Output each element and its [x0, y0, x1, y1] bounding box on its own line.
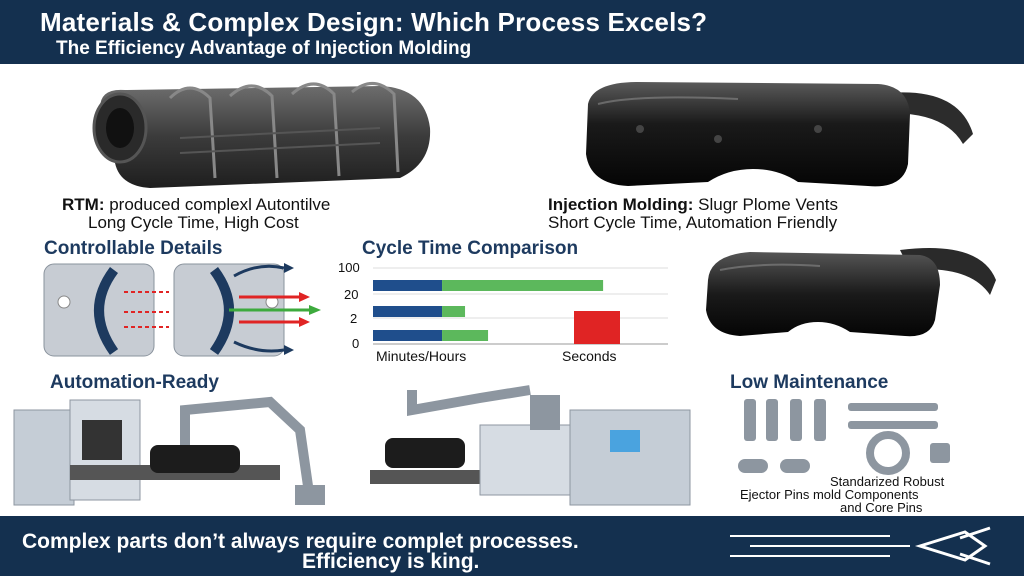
y-tick-2: 2	[350, 311, 358, 326]
mold-diagram	[43, 263, 321, 357]
y-tick-20: 20	[344, 287, 359, 302]
bar-row-0-seg-0	[373, 280, 443, 291]
rtm-caption-line2: Long Cycle Time, High Cost	[88, 213, 299, 232]
bar-row-2-seg-0	[373, 330, 443, 341]
section-automation-ready: Automation-Ready	[50, 372, 219, 393]
intake-manifold-image	[92, 82, 431, 188]
injection-caption: Injection Molding: Slugr Plome Vents	[548, 195, 838, 215]
cycle-time-chart	[373, 267, 668, 345]
x-label-seconds: Seconds	[562, 348, 617, 364]
section-controllable-details: Controllable Details	[44, 238, 223, 259]
y-tick-0: 0	[352, 336, 360, 351]
bar-row-1-seg-0	[373, 306, 443, 317]
injection-label: Injection Molding:	[548, 195, 694, 214]
header-bar	[0, 0, 1024, 64]
injection-caption-line2: Short Cycle Time, Automation Friendly	[548, 213, 838, 232]
ejector-pins-image	[738, 399, 950, 475]
maintenance-line-2: Ejector Pins mold Components	[740, 487, 919, 502]
section-low-maintenance: Low Maintenance	[730, 372, 889, 393]
x-label-minutes-hours: Minutes/Hours	[376, 348, 467, 364]
rtm-label: RTM:	[62, 195, 105, 214]
maintenance-line-3: and Core Pins	[840, 500, 923, 515]
speed-arrow-icon	[730, 526, 991, 566]
footer-line-2: Efficiency is king.	[302, 550, 480, 573]
bar-row-1-seg-1	[442, 306, 466, 317]
y-tick-100: 100	[338, 260, 360, 275]
injection-text: Slugr Plome Vents	[693, 195, 838, 214]
vr-headset-image	[586, 82, 973, 187]
page-title: Materials & Complex Design: Which Proces…	[40, 7, 708, 37]
bar-row-0-seg-1	[442, 280, 604, 291]
section-cycle-time: Cycle Time Comparison	[362, 238, 579, 259]
bar-row-2-seg-1	[442, 330, 489, 341]
rtm-caption: RTM: produced complexl Autontilve	[62, 195, 330, 215]
vr-headset-image-2	[706, 248, 996, 337]
page-subtitle: The Efficiency Advantage of Injection Mo…	[56, 38, 472, 59]
maintenance-line-1: Standarized Robust	[830, 474, 945, 489]
footer-line-1: Complex parts don’t always require compl…	[22, 530, 579, 553]
rtm-text: produced complexl Autontilve	[104, 195, 331, 214]
automation-scene-image	[13, 385, 691, 506]
bar-seconds	[574, 311, 620, 344]
